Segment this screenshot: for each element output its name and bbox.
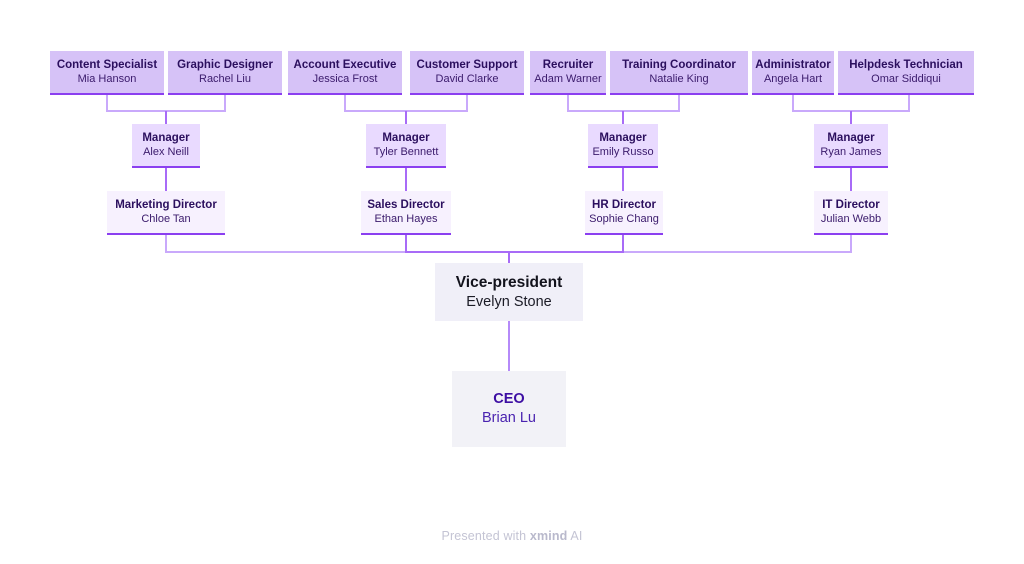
watermark-prefix: Presented with — [441, 529, 530, 543]
node-role: Recruiter — [542, 58, 594, 71]
node-role: Training Coordinator — [622, 58, 736, 71]
node-person: Omar Siddiqui — [871, 73, 941, 86]
node-staff-administrator[interactable]: Administrator Angela Hart — [752, 51, 834, 95]
node-role: Manager — [382, 131, 430, 144]
node-role: Content Specialist — [56, 58, 158, 71]
node-staff-customer-support[interactable]: Customer Support David Clarke — [410, 51, 524, 95]
node-person: Angela Hart — [763, 73, 823, 86]
node-role: Sales Director — [367, 198, 445, 211]
node-director-hr[interactable]: HR Director Sophie Chang — [585, 191, 663, 235]
node-person: Alex Neill — [143, 146, 189, 159]
node-person: David Clarke — [435, 73, 499, 86]
node-role: IT Director — [822, 198, 880, 211]
node-person: Mia Hanson — [77, 73, 137, 86]
node-role: Administrator — [755, 58, 831, 71]
node-person: Evelyn Stone — [466, 293, 552, 310]
node-role: Marketing Director — [115, 198, 217, 211]
node-person: Julian Webb — [820, 213, 882, 226]
node-manager-it[interactable]: Manager Ryan James — [814, 124, 888, 168]
node-person: Tyler Bennett — [373, 146, 439, 159]
node-manager-hr[interactable]: Manager Emily Russo — [588, 124, 658, 168]
watermark-suffix: AI — [567, 529, 583, 543]
node-role: Helpdesk Technician — [849, 58, 963, 71]
node-role: Customer Support — [416, 58, 518, 71]
node-person: Emily Russo — [592, 146, 654, 159]
node-director-marketing[interactable]: Marketing Director Chloe Tan — [107, 191, 225, 235]
node-manager-marketing[interactable]: Manager Alex Neill — [132, 124, 200, 168]
watermark: Presented with xmind AI — [0, 529, 1024, 543]
node-role: Vice-president — [455, 273, 563, 291]
node-person: Brian Lu — [481, 410, 536, 426]
node-staff-training-coordinator[interactable]: Training Coordinator Natalie King — [610, 51, 748, 95]
node-manager-sales[interactable]: Manager Tyler Bennett — [366, 124, 446, 168]
node-role: Graphic Designer — [177, 58, 273, 71]
node-director-it[interactable]: IT Director Julian Webb — [814, 191, 888, 235]
node-person: Jessica Frost — [312, 73, 378, 86]
node-staff-helpdesk-technician[interactable]: Helpdesk Technician Omar Siddiqui — [838, 51, 974, 95]
node-vice-president[interactable]: Vice-president Evelyn Stone — [435, 263, 583, 321]
node-person: Ryan James — [820, 146, 882, 159]
node-staff-account-executive[interactable]: Account Executive Jessica Frost — [288, 51, 402, 95]
node-role: Manager — [599, 131, 647, 144]
node-staff-content-specialist[interactable]: Content Specialist Mia Hanson — [50, 51, 164, 95]
node-role: Manager — [827, 131, 875, 144]
node-staff-recruiter[interactable]: Recruiter Adam Warner — [530, 51, 606, 95]
node-ceo[interactable]: CEO Brian Lu — [452, 371, 566, 447]
node-person: Ethan Hayes — [374, 213, 438, 226]
node-role: Manager — [142, 131, 190, 144]
node-person: Adam Warner — [534, 73, 602, 86]
node-role: Account Executive — [293, 58, 397, 71]
node-staff-graphic-designer[interactable]: Graphic Designer Rachel Liu — [168, 51, 282, 95]
node-person: Sophie Chang — [589, 213, 659, 226]
node-role: HR Director — [592, 198, 656, 211]
watermark-brand: xmind — [529, 529, 568, 543]
node-person: Chloe Tan — [141, 213, 191, 226]
node-person: Natalie King — [649, 73, 709, 86]
node-director-sales[interactable]: Sales Director Ethan Hayes — [361, 191, 451, 235]
node-person: Rachel Liu — [199, 73, 251, 86]
node-role: CEO — [493, 391, 525, 408]
